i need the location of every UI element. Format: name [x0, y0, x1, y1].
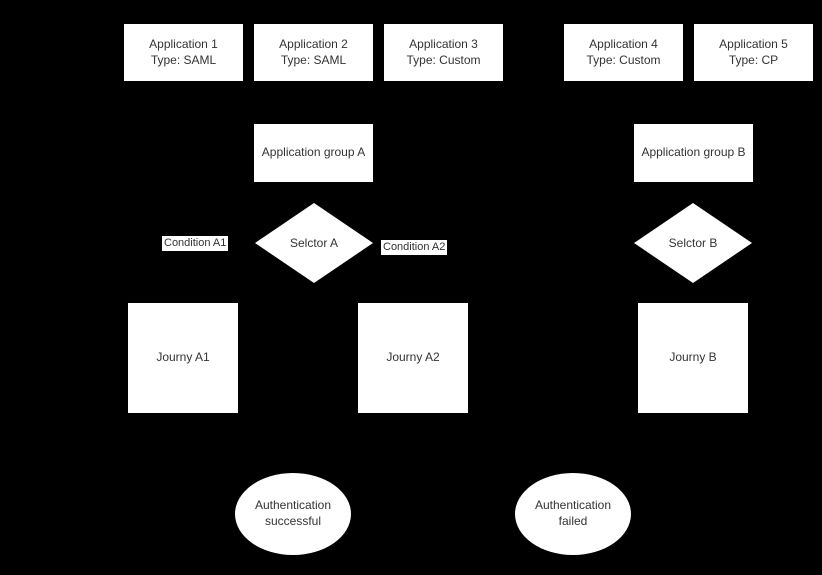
selector-label: Selctor B — [668, 236, 718, 250]
node-application-group-b: Application group B — [634, 124, 753, 182]
node-application-3: Application 3 Type: Custom — [384, 24, 503, 81]
application-name: Application 5 — [719, 36, 788, 51]
application-name: Application 2 — [279, 36, 348, 51]
journey-label: Journy A2 — [386, 350, 440, 365]
node-label: Application 2 Type: SAML — [279, 37, 348, 68]
outcome-label: Authentication failed — [534, 498, 612, 528]
node-application-group-a: Application group A — [254, 124, 373, 182]
edge-label-condition-a1: Condition A1 — [162, 236, 229, 251]
node-selector-b: Selctor B — [634, 203, 752, 283]
application-name: Application 4 — [589, 36, 658, 51]
application-type: Type: CP — [728, 52, 779, 67]
outcome-label: Authentication successful — [254, 498, 332, 528]
node-label: Application 5 Type: CP — [719, 37, 788, 68]
node-application-1: Application 1 Type: SAML — [124, 24, 243, 81]
node-label: Application 3 Type: Custom — [406, 37, 480, 68]
condition-label: Condition A1 — [164, 237, 227, 249]
node-journey-a1: Journy A1 — [128, 303, 238, 413]
application-name: Application 3 — [409, 36, 478, 51]
journey-label: Journy A1 — [156, 350, 210, 365]
application-type: Type: SAML — [280, 52, 347, 67]
application-type: Type: Custom — [406, 52, 481, 67]
node-application-2: Application 2 Type: SAML — [254, 24, 373, 81]
application-name: Application 1 — [149, 36, 218, 51]
journey-label: Journy B — [669, 350, 717, 365]
group-label: Application group A — [261, 145, 366, 160]
node-journey-b: Journy B — [638, 303, 748, 413]
node-authentication-successful: Authentication successful — [235, 473, 351, 555]
node-application-4: Application 4 Type: Custom — [564, 24, 683, 81]
edge-label-condition-a2: Condition A2 — [381, 240, 448, 255]
selector-label: Selctor A — [289, 236, 339, 250]
node-authentication-failed: Authentication failed — [515, 473, 631, 555]
node-application-5: Application 5 Type: CP — [694, 24, 813, 81]
node-selector-a: Selctor A — [255, 203, 373, 283]
condition-label: Condition A2 — [383, 241, 446, 253]
group-label: Application group B — [641, 145, 746, 160]
node-label: Application 1 Type: SAML — [149, 37, 218, 68]
node-journey-a2: Journy A2 — [358, 303, 468, 413]
application-type: Type: Custom — [586, 52, 661, 67]
node-label: Application 4 Type: Custom — [586, 37, 660, 68]
application-type: Type: SAML — [150, 52, 217, 67]
